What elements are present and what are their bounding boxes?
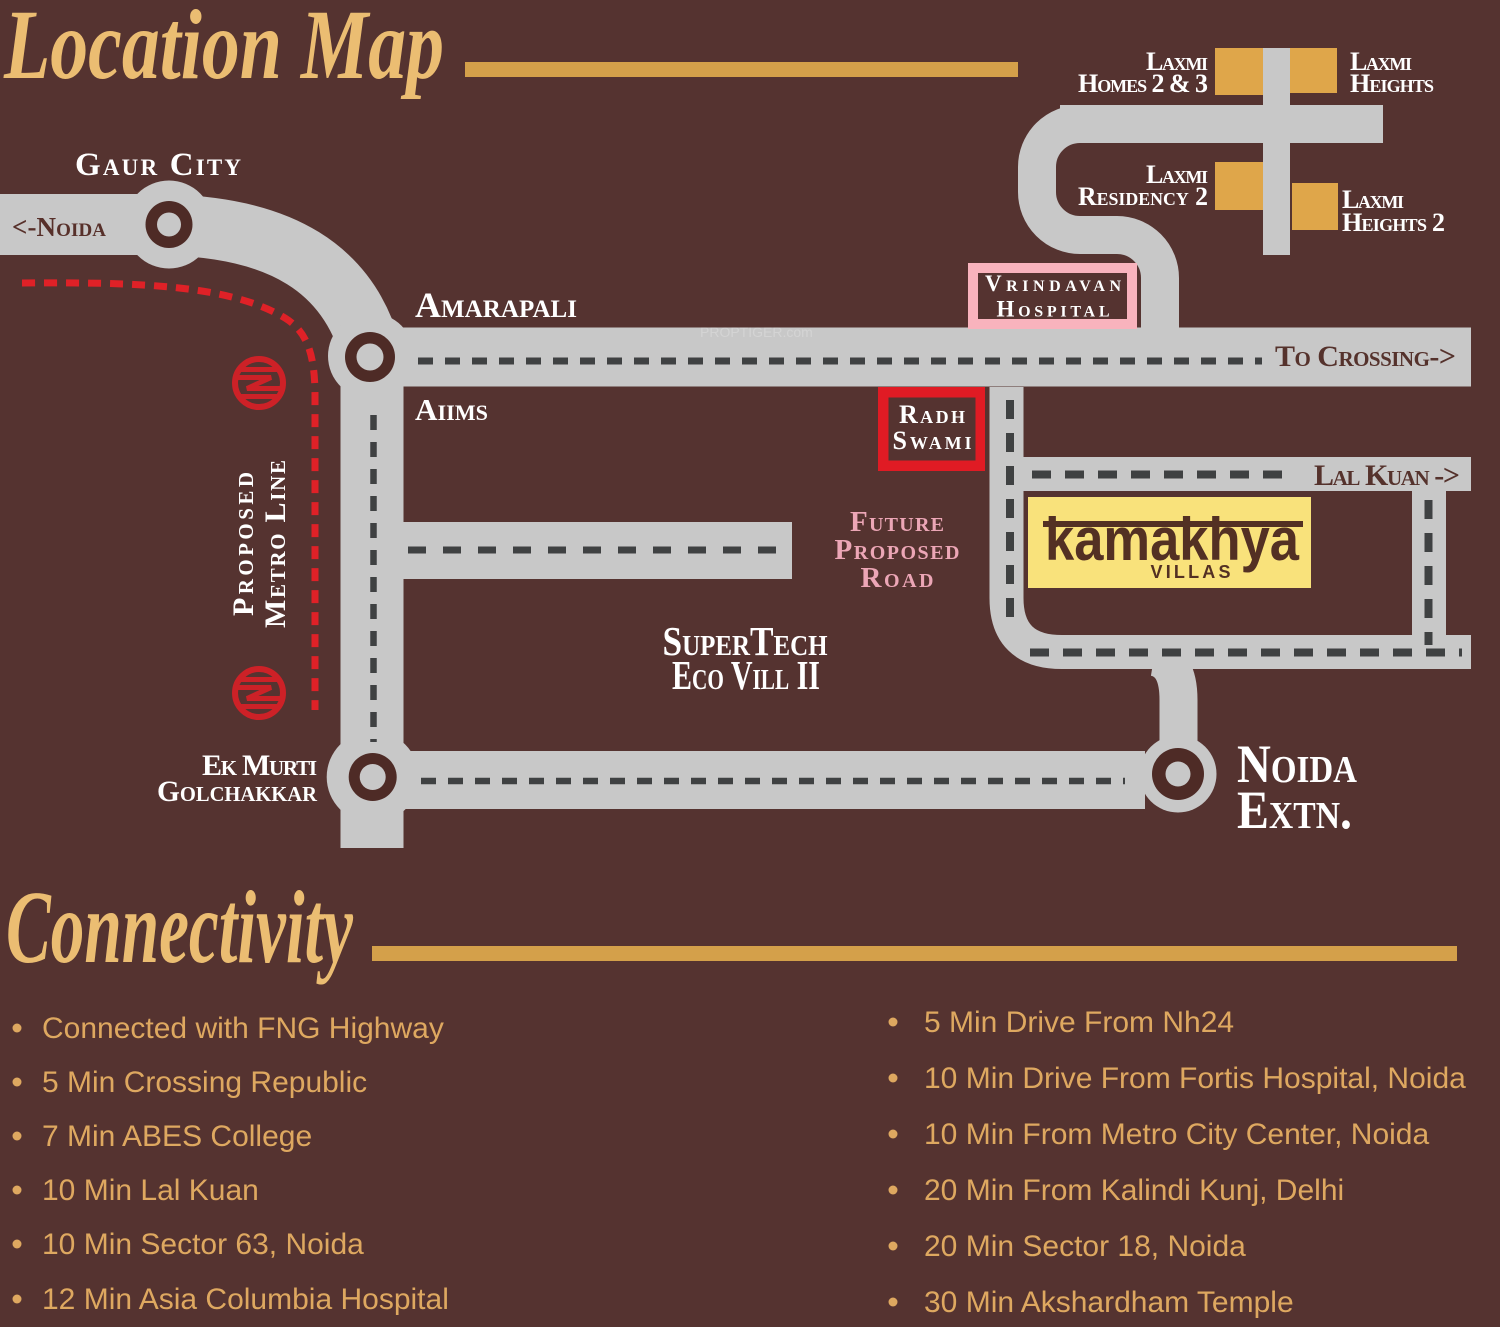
- svg-text:Eco Vill II: Eco Vill II: [672, 652, 820, 698]
- svg-text:Laxmi: Laxmi: [1350, 47, 1412, 76]
- svg-text:Proposed: Proposed: [835, 534, 960, 566]
- svg-text:Future: Future: [850, 506, 944, 538]
- svg-text:Swami: Swami: [893, 426, 972, 455]
- svg-text:10 Min From Metro City Center: 10 Min From Metro City Center, Noida: [924, 1118, 1429, 1151]
- svg-text:Noida: Noida: [1237, 734, 1357, 794]
- svg-text:Hospital: Hospital: [997, 297, 1110, 322]
- svg-text:Golchakkar: Golchakkar: [157, 775, 318, 808]
- svg-text:Laxmi: Laxmi: [1146, 47, 1208, 76]
- svg-text:Residency 2: Residency 2: [1078, 182, 1208, 211]
- svg-text:<-Noida: <-Noida: [12, 212, 106, 242]
- svg-text:Gaur City: Gaur City: [75, 147, 241, 183]
- svg-text:Amarapali: Amarapali: [415, 285, 577, 325]
- svg-text:Heights: Heights: [1350, 69, 1434, 98]
- svg-text:To Crossing->: To Crossing->: [1275, 340, 1456, 373]
- svg-text:7 Min ABES College: 7 Min ABES College: [42, 1120, 312, 1153]
- svg-text:Location Map: Location Map: [3, 0, 444, 100]
- svg-text:Ek Murti: Ek Murti: [202, 749, 317, 782]
- svg-text:Laxmi: Laxmi: [1146, 160, 1208, 189]
- svg-text:Connected with FNG Highway: Connected with FNG Highway: [42, 1012, 444, 1045]
- svg-text:Extn.: Extn.: [1237, 780, 1352, 840]
- svg-text:Lal Kuan ->: Lal Kuan ->: [1314, 459, 1460, 492]
- svg-text:20 Min From Kalindi Kunj, Delh: 20 Min From Kalindi Kunj, Delhi: [924, 1174, 1344, 1207]
- svg-text:10 Min Lal Kuan: 10 Min Lal Kuan: [42, 1174, 259, 1207]
- svg-text:Radh: Radh: [899, 400, 965, 429]
- svg-text:Connectivity: Connectivity: [6, 870, 354, 985]
- svg-text:SuperTech: SuperTech: [663, 618, 828, 664]
- svg-text:10 Min Drive From Fortis Hospi: 10 Min Drive From Fortis Hospital, Noida: [924, 1062, 1466, 1095]
- svg-text:Heights 2: Heights 2: [1342, 208, 1445, 237]
- svg-text:VILLAS: VILLAS: [1151, 562, 1234, 582]
- svg-text:Aiims: Aiims: [415, 392, 488, 427]
- svg-text:30 Min Akshardham Temple: 30 Min Akshardham Temple: [924, 1286, 1294, 1319]
- svg-text:5 Min Drive From Nh24: 5 Min Drive From Nh24: [924, 1006, 1234, 1039]
- svg-text:Proposed: Proposed: [227, 472, 260, 616]
- svg-text:kamakhya: kamakhya: [1045, 506, 1300, 573]
- svg-text:20 Min Sector 18, Noida: 20 Min Sector 18, Noida: [924, 1230, 1246, 1263]
- svg-text:PROPTIGER.com: PROPTIGER.com: [700, 324, 813, 340]
- svg-text:12 Min Asia Columbia Hospital: 12 Min Asia Columbia Hospital: [42, 1283, 449, 1316]
- svg-text:10 Min Sector 63, Noida: 10 Min Sector 63, Noida: [42, 1228, 364, 1261]
- svg-text:Homes 2 & 3: Homes 2 & 3: [1078, 69, 1208, 98]
- svg-text:Road: Road: [861, 562, 934, 594]
- svg-text:5 Min Crossing Republic: 5 Min Crossing Republic: [42, 1066, 367, 1099]
- svg-text:Laxmi: Laxmi: [1342, 185, 1404, 214]
- svg-text:Metro Line: Metro Line: [259, 460, 292, 628]
- svg-text:Vrindavan: Vrindavan: [985, 271, 1121, 296]
